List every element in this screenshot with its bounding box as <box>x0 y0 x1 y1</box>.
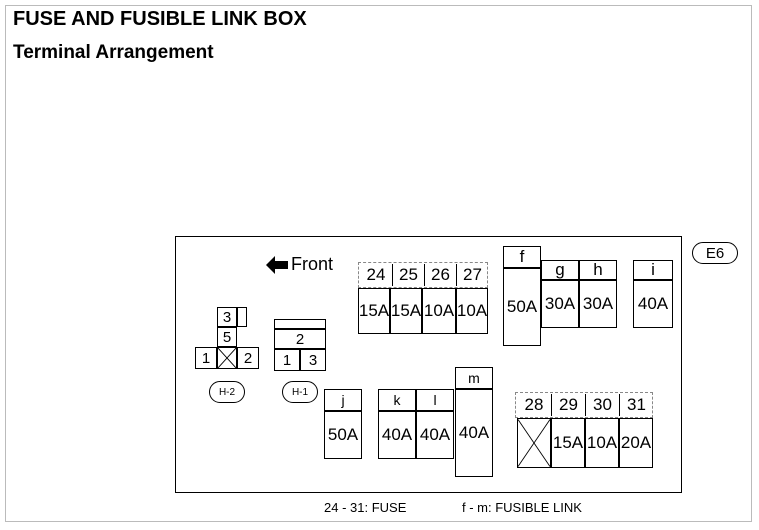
fuse-box-panel <box>175 236 682 493</box>
link-rating: 50A <box>324 411 362 459</box>
link-label: m <box>455 367 493 389</box>
arrow-left-icon <box>266 255 288 274</box>
fuse-rating: 10A <box>422 288 456 334</box>
fuse-number: 28 <box>524 395 544 414</box>
fuse-number: 30 <box>585 394 619 416</box>
link-rating: 50A <box>503 268 541 346</box>
connector-latch <box>237 307 247 327</box>
pin-5: 5 <box>217 327 237 347</box>
cross-icon <box>218 347 236 369</box>
fuse-number: 27 <box>456 264 488 286</box>
link-label: l <box>416 389 454 411</box>
legend-fusible-link: f - m: FUSIBLE LINK <box>462 500 582 515</box>
fuse-number: 24 <box>366 265 386 284</box>
connector-h1-label: H-1 <box>282 381 318 403</box>
link-label: i <box>633 260 673 280</box>
front-label: Front <box>291 254 334 274</box>
pin-3: 3 <box>217 307 237 327</box>
fuse-rating: 20A <box>619 418 653 468</box>
fuse-number: 25 <box>392 264 424 286</box>
front-indicator: Front <box>266 254 333 275</box>
link-rating: 30A <box>541 280 579 328</box>
pin-2: 2 <box>237 347 259 369</box>
fuse-rating: 15A <box>358 288 390 334</box>
link-rating: 40A <box>633 280 673 328</box>
pin-3: 3 <box>300 349 326 371</box>
fuse-number: 26 <box>424 264 456 286</box>
link-rating: 30A <box>579 280 617 328</box>
link-label: k <box>378 389 416 411</box>
pin-1: 1 <box>274 349 300 371</box>
fuse-number: 31 <box>619 394 653 416</box>
empty-fuse-slot <box>517 418 551 468</box>
legend-fuse: 24 - 31: FUSE <box>324 500 407 515</box>
page-subtitle: Terminal Arrangement <box>13 42 214 63</box>
fuse-block-top-header <box>358 262 488 288</box>
pin-2: 2 <box>274 329 326 349</box>
link-rating: 40A <box>416 411 454 459</box>
fuse-rating: 15A <box>551 418 585 468</box>
connector-id-badge: E6 <box>692 242 738 264</box>
fuse-rating: 15A <box>390 288 422 334</box>
link-label: g <box>541 260 579 280</box>
fuse-block-bottom-header <box>515 392 653 418</box>
link-rating: 40A <box>378 411 416 459</box>
connector-cap <box>274 319 326 329</box>
diagram-frame <box>5 5 752 522</box>
link-label: j <box>324 389 362 411</box>
link-rating: 40A <box>455 389 493 477</box>
pin-1: 1 <box>195 347 217 369</box>
cross-icon <box>518 419 550 467</box>
fuse-rating: 10A <box>456 288 488 334</box>
page-title: FUSE AND FUSIBLE LINK BOX <box>13 8 307 30</box>
fuse-rating: 10A <box>585 418 619 468</box>
link-label: h <box>579 260 617 280</box>
empty-cavity <box>217 347 237 369</box>
fuse-number: 29 <box>551 394 585 416</box>
link-label: f <box>503 246 541 268</box>
connector-h2-label: H-2 <box>209 381 245 403</box>
